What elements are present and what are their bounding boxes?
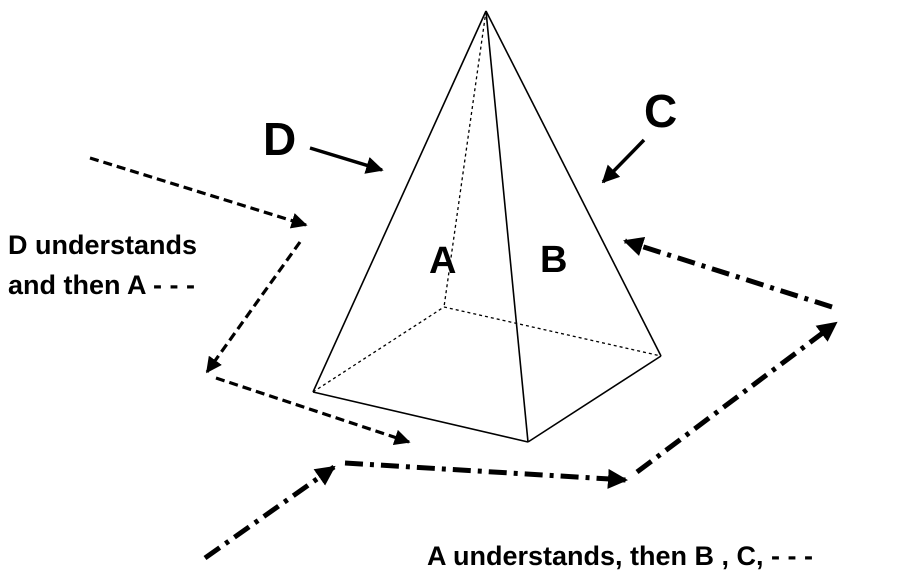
caption-d-path-line1: D understands [8,230,197,260]
d-path [89,156,411,446]
label-a: A [429,240,456,282]
pyramid-edge-apex-right [485,10,662,357]
label-c: C [644,85,677,137]
d-path-segment-3 [215,376,411,446]
a-path [203,236,838,561]
pyramid-base-front-right [527,355,662,443]
a-path-segment-1 [203,464,336,561]
pyramid-hidden-base-left [312,306,445,393]
pyramid-hidden-apex-back [443,10,487,308]
pyramid [312,10,662,443]
pyramid-base-front-left [312,391,529,443]
caption-a-path: A understands, then B , C, - - - [427,541,813,571]
pyramid-hidden-edges [312,10,662,393]
d-pointer-arrow [309,146,384,174]
a-path-segment-2 [344,460,628,489]
a-path-segment-4 [623,236,833,310]
a-path-segment-3 [635,320,838,475]
pyramid-edge-apex-front [485,10,529,443]
pyramid-hidden-base-right [443,306,662,357]
label-d: D [263,113,296,165]
caption-d-path-line2: and then A - - - [8,270,195,300]
c-pointer-arrow [601,138,646,184]
label-b: B [540,239,567,281]
d-path-segment-2 [205,241,302,374]
d-path-segment-1 [89,156,308,229]
pyramid-edge-apex-left [312,10,487,393]
